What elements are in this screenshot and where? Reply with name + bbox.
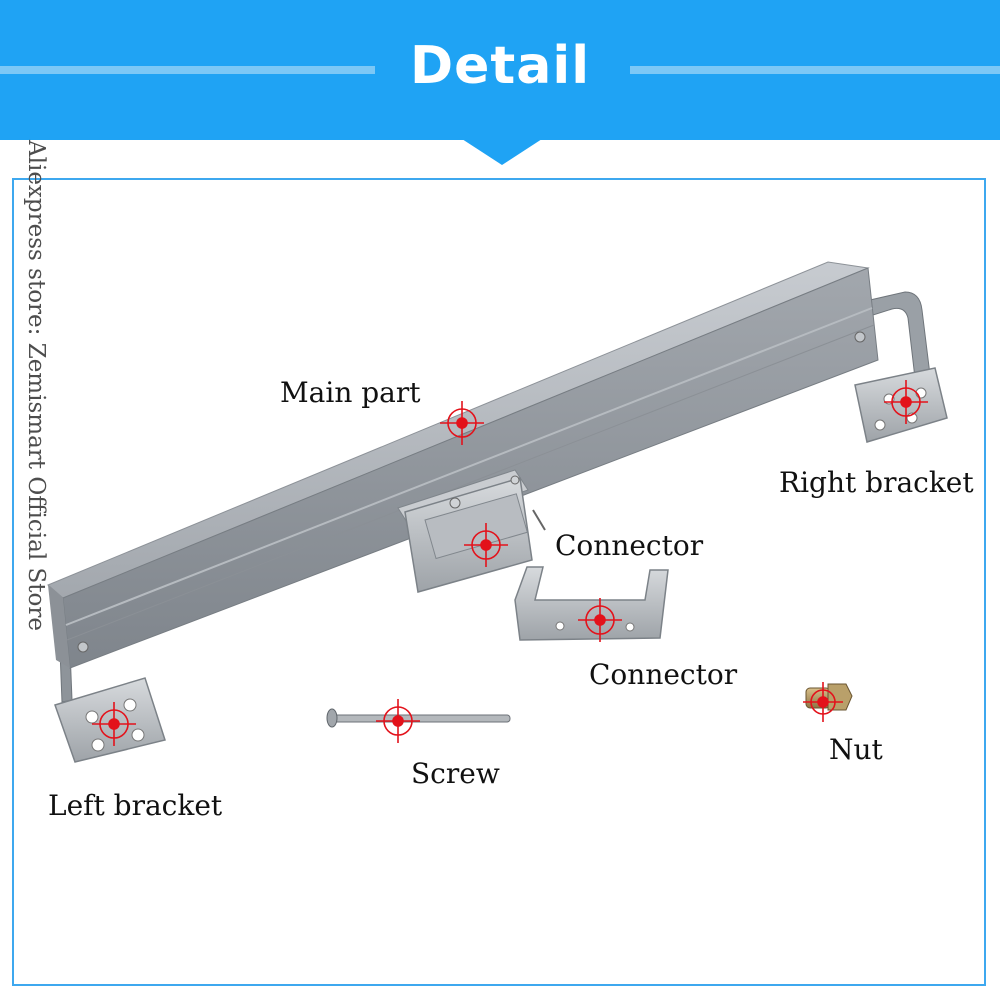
store-watermark: Aliexpress store: Zemismart Official Sto… [23, 140, 49, 631]
label-screw: Screw [411, 757, 500, 790]
label-nut: Nut [829, 733, 883, 766]
banner-notch [462, 139, 542, 165]
label-right-bracket: Right bracket [779, 466, 974, 499]
right-bracket [854, 291, 948, 443]
crosshair-target-icon [884, 380, 928, 424]
connector-u-shaped [514, 566, 669, 641]
label-connector-top: Connector [555, 529, 704, 562]
crosshair-target-icon [440, 401, 484, 445]
product-frame [12, 178, 986, 986]
crosshair-target-icon [464, 523, 508, 567]
banner-decor-line-left [0, 66, 375, 74]
crosshair-target-icon [578, 598, 622, 642]
label-left-bracket: Left bracket [48, 789, 223, 822]
crosshair-target-icon [803, 682, 843, 722]
screw-part [326, 708, 511, 728]
main-part-body [47, 261, 879, 669]
header-banner: Detail [0, 0, 1000, 140]
label-connector-bottom: Connector [589, 658, 738, 691]
crosshair-target-icon [376, 699, 420, 743]
banner-decor-line-right [630, 66, 1000, 74]
connector-on-bar [397, 469, 546, 593]
label-main-part: Main part [280, 376, 421, 409]
banner-title: Detail [409, 36, 591, 96]
crosshair-target-icon [92, 702, 136, 746]
nut-part [805, 683, 853, 711]
